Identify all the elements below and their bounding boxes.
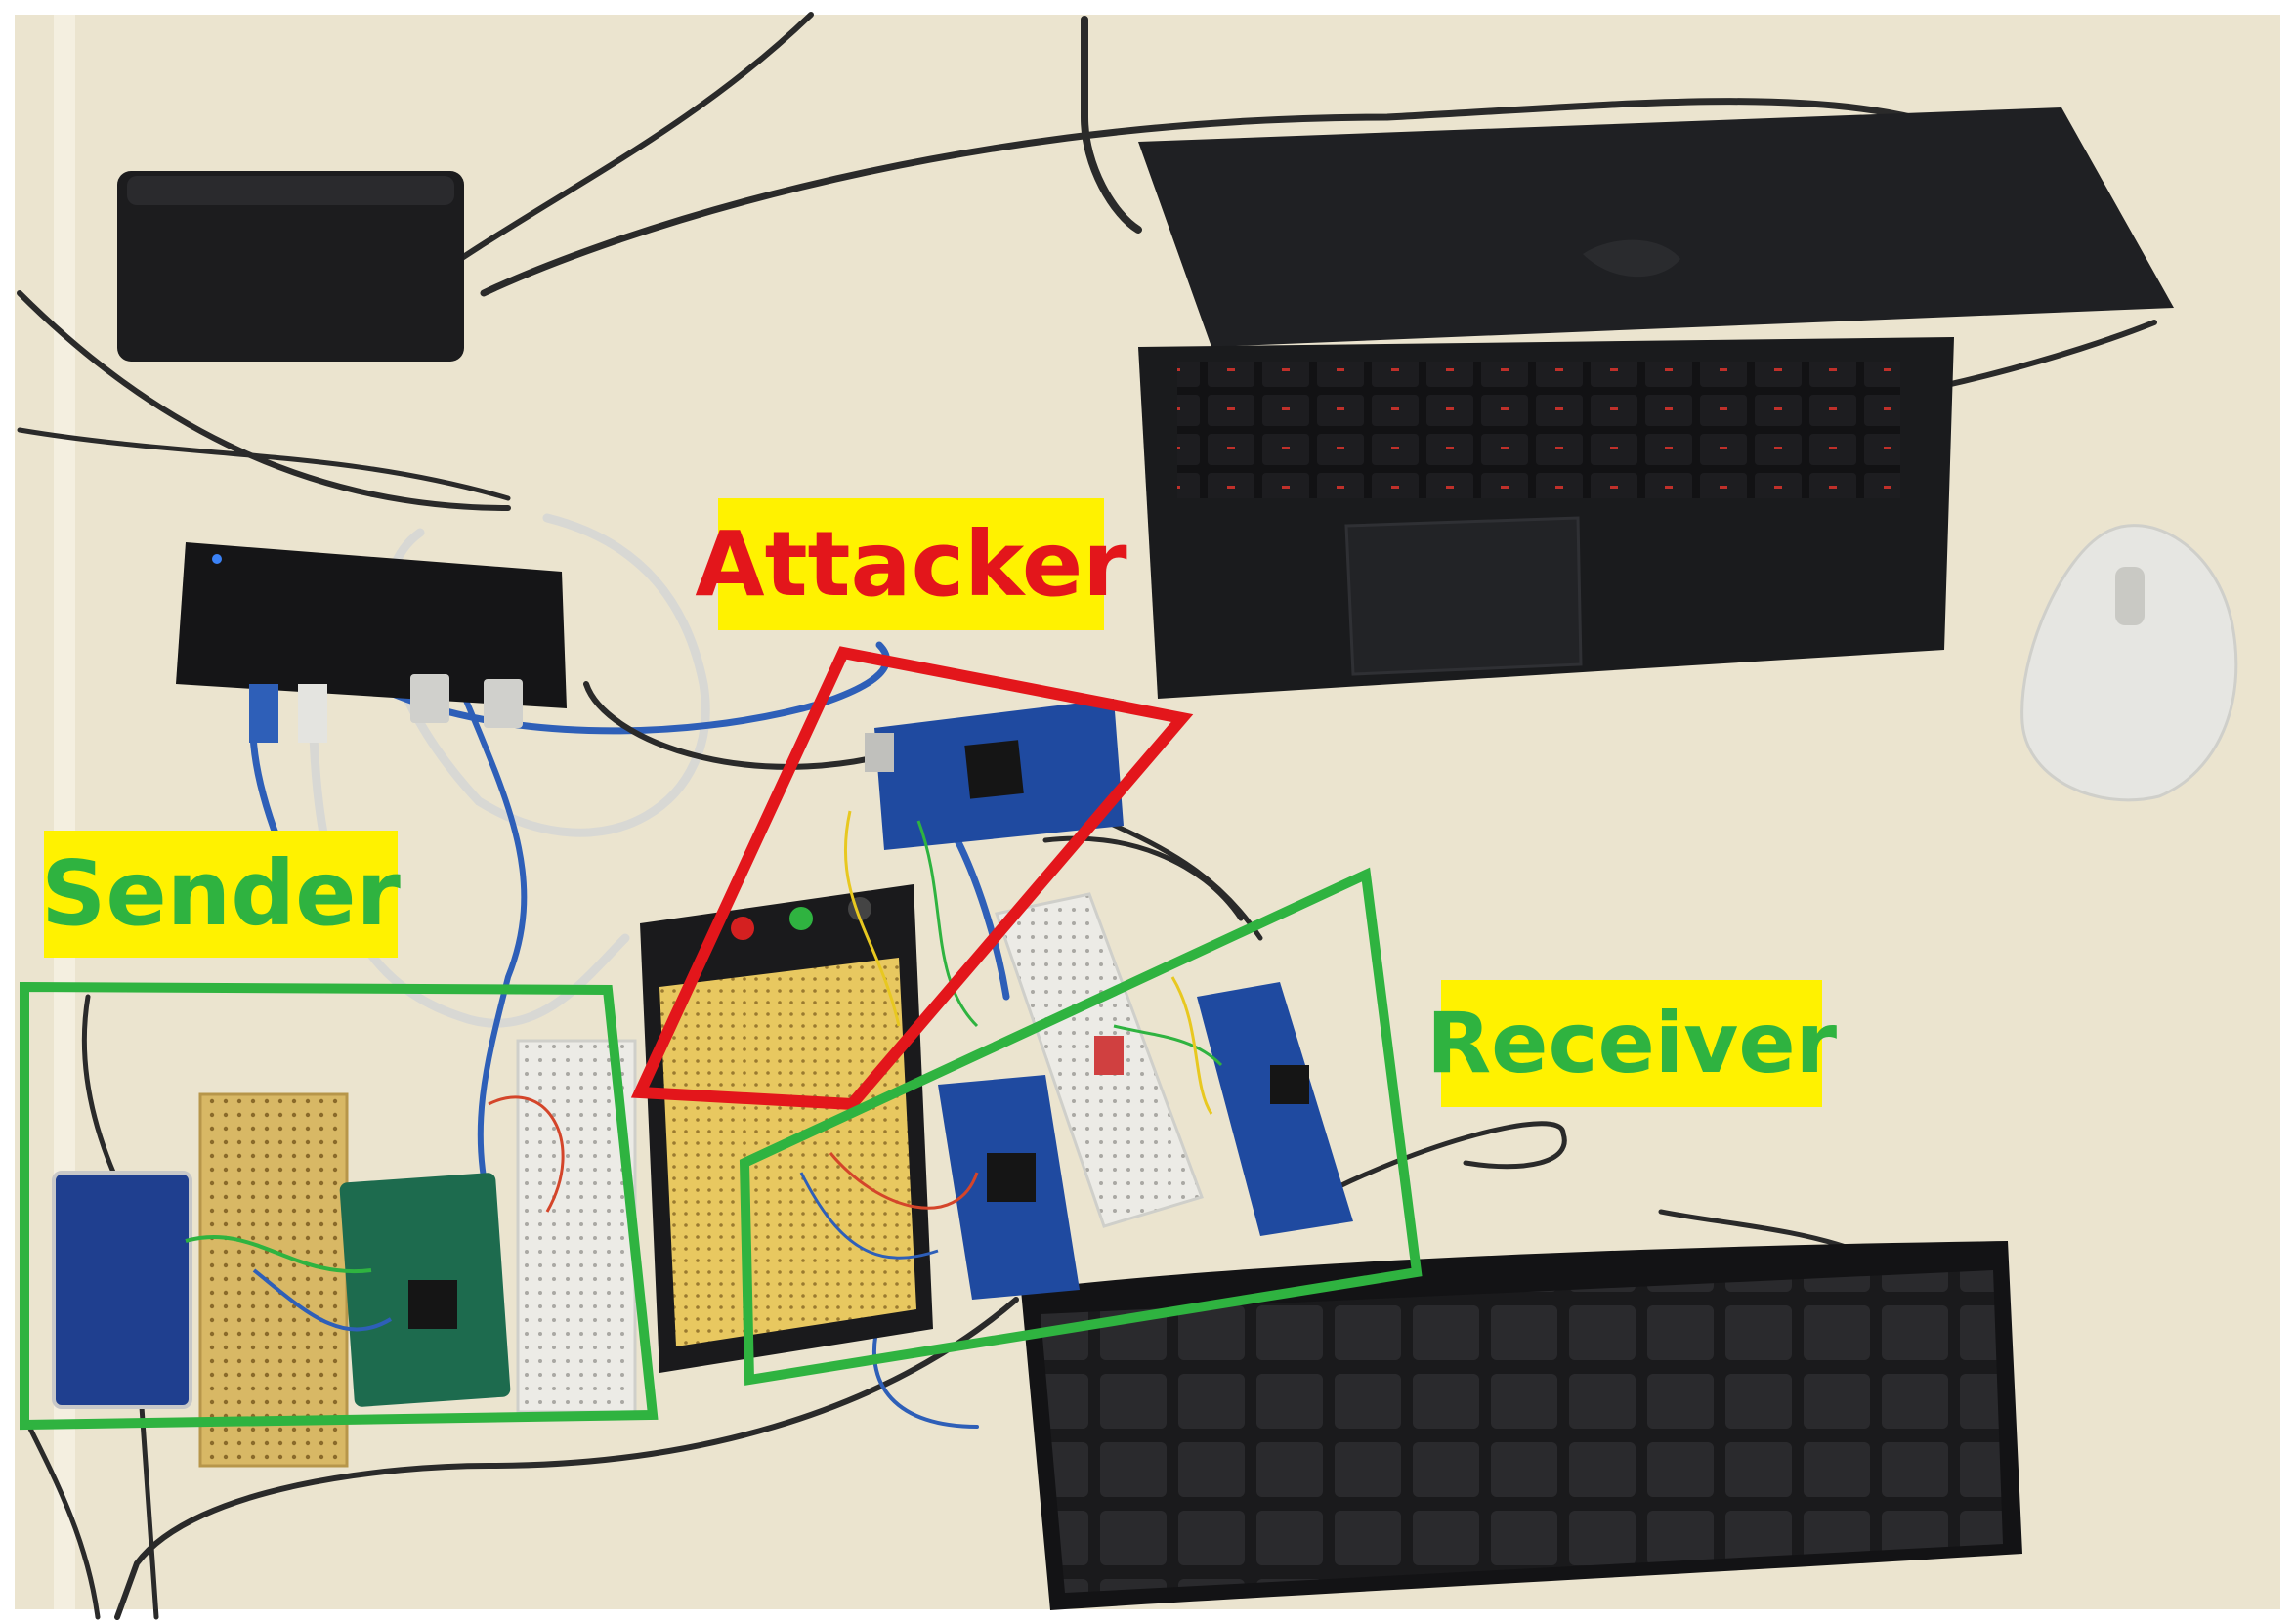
receiver-outline bbox=[739, 867, 1423, 1386]
attacker-outline bbox=[630, 646, 1194, 1111]
sender-label: Sender bbox=[41, 831, 401, 958]
attacker-label: Attacker bbox=[695, 498, 1127, 630]
center-breadboard bbox=[640, 884, 933, 1373]
mouse bbox=[2020, 524, 2238, 802]
keyboard bbox=[1021, 1241, 2022, 1610]
sender-outline bbox=[20, 981, 659, 1431]
receiver-boards bbox=[799, 810, 1353, 1300]
attacker-board bbox=[865, 699, 1124, 850]
usb-hub bbox=[176, 542, 567, 743]
receiver-label: Receiver bbox=[1426, 980, 1837, 1107]
laptop bbox=[1138, 107, 2174, 699]
power-adapter bbox=[117, 171, 464, 362]
